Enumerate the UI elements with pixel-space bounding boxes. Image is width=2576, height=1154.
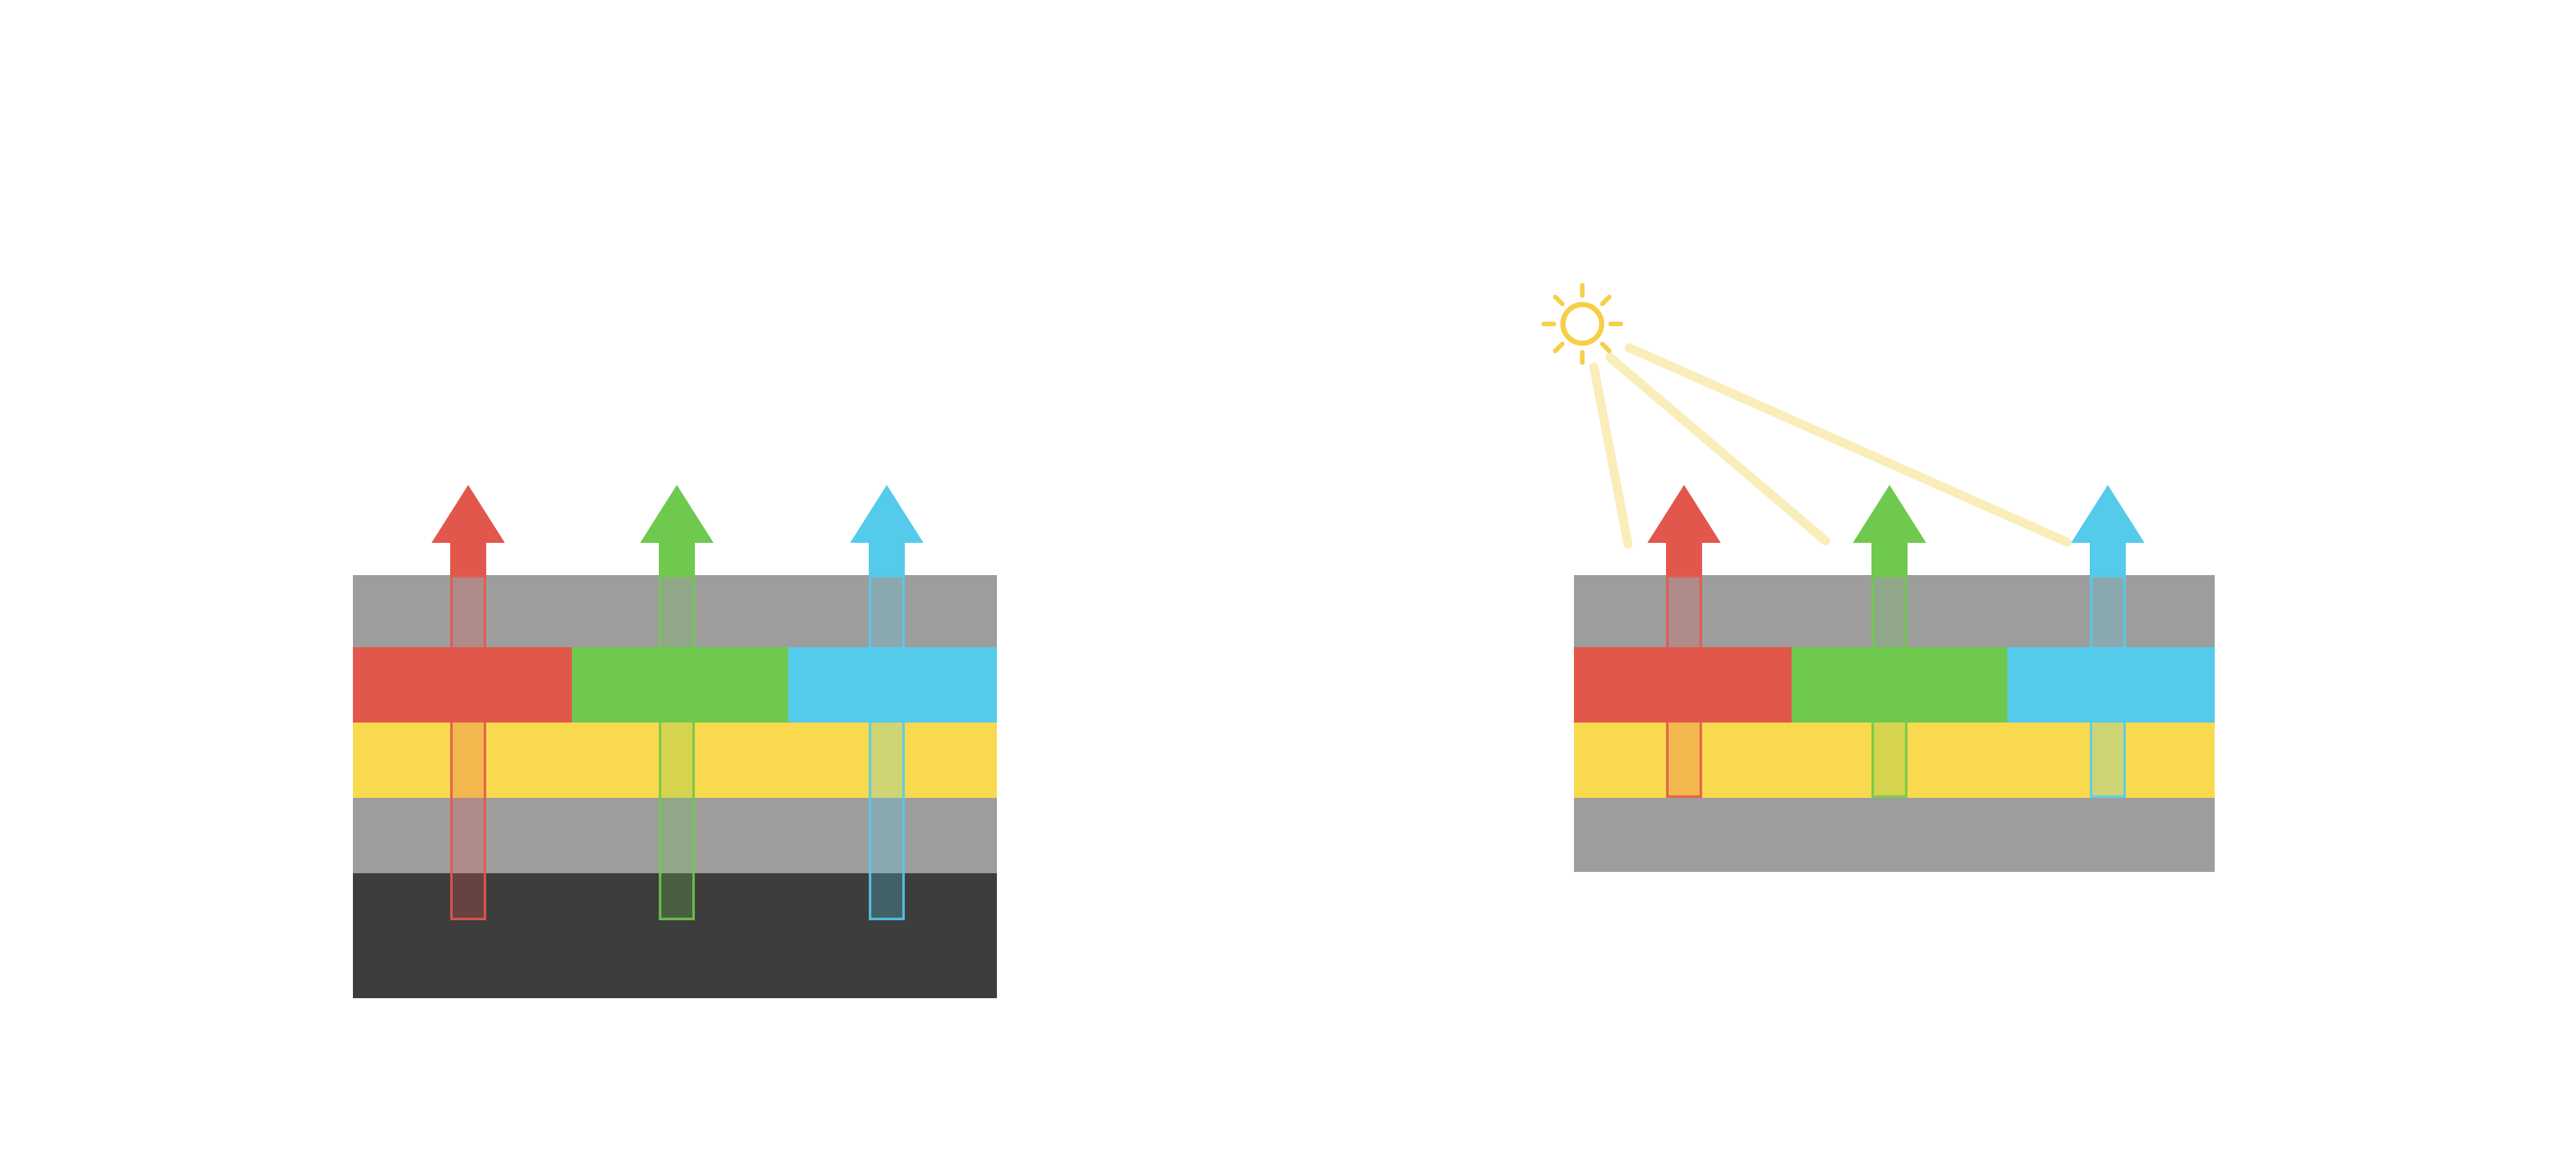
left-green-arrow-head (640, 485, 714, 543)
right-red-arrow-head (1647, 485, 1721, 543)
right-red-light-arrow (1647, 485, 1721, 798)
right-green-arrow-head (1853, 485, 1926, 543)
sun-ray-icon (1600, 341, 1612, 354)
right-blue-arrow-head (2071, 485, 2145, 543)
right-top-gray-layer (1574, 575, 2215, 647)
left-blue-filter-segment (788, 647, 997, 723)
light-beam (1605, 353, 1830, 545)
incident-light-beams (1589, 343, 2072, 549)
right-green-arrow-shaft (1871, 543, 1908, 575)
left-red-arrow-head (431, 485, 505, 543)
right-rgb-filter-layer (1574, 647, 2215, 723)
left-green-arrow-shaft (659, 543, 695, 575)
left-red-arrow-shaft (450, 543, 486, 575)
left-top-gray-layer (353, 575, 997, 647)
right-yellow-layer (1574, 723, 2215, 798)
sun-ray-icon (1600, 294, 1612, 307)
left-green-arrow-shaft-through-layers (659, 575, 695, 920)
right-green-filter-segment (1792, 647, 2007, 723)
right-red-arrow-shaft-through-layers (1666, 575, 1702, 798)
right-green-light-arrow (1853, 485, 1926, 798)
right-blue-light-arrow (2071, 485, 2145, 798)
left-yellow-layer (353, 723, 997, 798)
backlit-display-stack (353, 575, 997, 998)
sun-icon (1541, 283, 1624, 365)
left-dark-backlight-layer (353, 873, 997, 998)
sunlight-group (1541, 283, 2072, 549)
left-blue-arrow-shaft-through-layers (869, 575, 905, 920)
light-beam (1589, 363, 1633, 549)
right-red-arrow-shaft (1666, 543, 1702, 575)
right-bottom-gray-layer (1574, 798, 2215, 872)
right-red-filter-segment (1574, 647, 1792, 723)
sun-ray-icon (1553, 294, 1565, 307)
left-red-arrow-shaft-through-layers (450, 575, 486, 920)
right-blue-filter-segment (2007, 647, 2215, 723)
left-red-light-arrow (431, 485, 505, 920)
left-rgb-filter-layer (353, 647, 997, 723)
left-blue-light-arrow (850, 485, 923, 920)
left-green-filter-segment (572, 647, 788, 723)
light-beam (1625, 343, 2072, 547)
left-blue-arrow-head (850, 485, 923, 543)
right-green-arrow-shaft-through-layers (1871, 575, 1908, 798)
sunlit-display-stack (1574, 575, 2215, 872)
left-red-filter-segment (353, 647, 572, 723)
left-blue-arrow-shaft (869, 543, 905, 575)
sun-disc (1560, 302, 1604, 346)
right-blue-arrow-shaft (2090, 543, 2126, 575)
left-green-light-arrow (640, 485, 714, 920)
left-lower-gray-layer (353, 798, 997, 873)
right-blue-arrow-shaft-through-layers (2090, 575, 2126, 798)
sun-ray-icon (1553, 341, 1565, 354)
